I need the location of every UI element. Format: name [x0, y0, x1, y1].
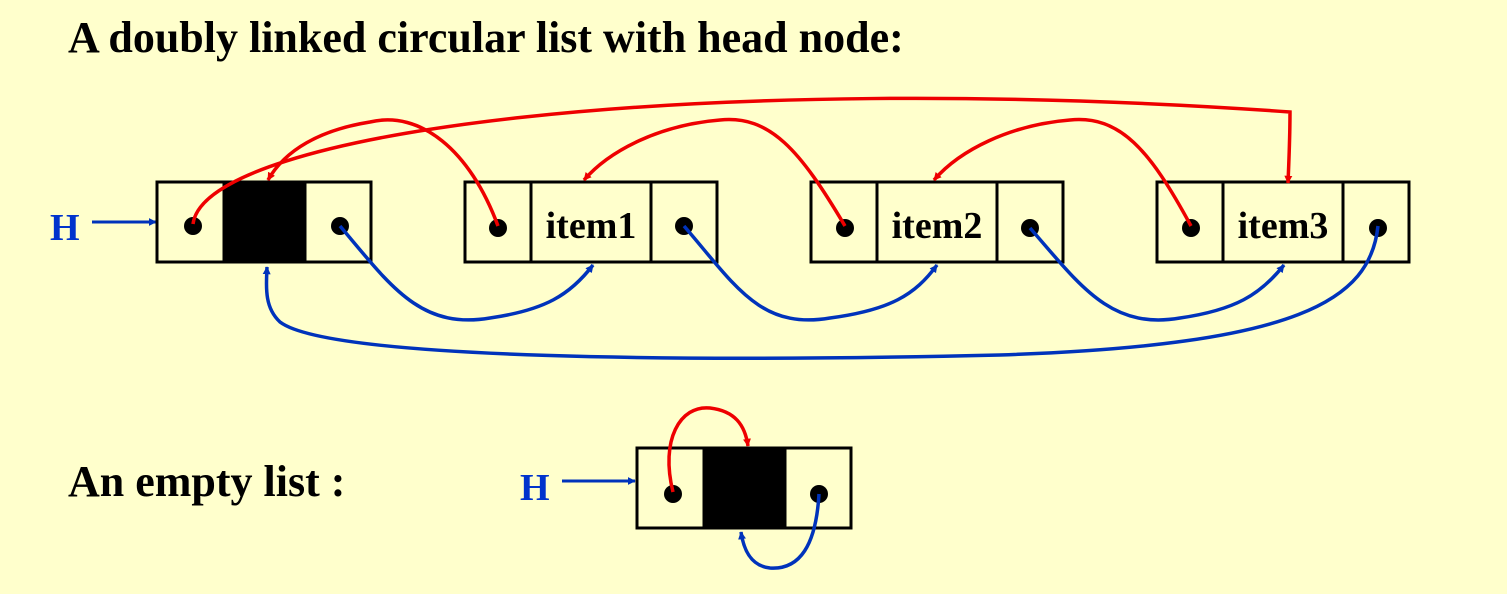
empty-list-label: An empty list : — [68, 457, 346, 506]
empty-head-node — [635, 446, 853, 530]
next-link-head-to-item1 — [338, 224, 595, 322]
prev-link-item3-to-item2 — [932, 117, 1193, 227]
prev-pointer-dot — [664, 485, 682, 503]
prev-link-head-to-item3 — [191, 96, 1293, 225]
prev-pointer-dot — [1182, 219, 1200, 237]
node-data-label: item3 — [1238, 205, 1329, 247]
head-node — [155, 180, 373, 264]
list-node-item2: item2 — [809, 180, 1065, 264]
next-link-item2-to-item3 — [1028, 226, 1286, 322]
diagram-title: A doubly linked circular list with head … — [68, 13, 904, 62]
list-node-item1: item1 — [463, 180, 719, 264]
prev-link-item1-to-head — [266, 118, 500, 227]
next-link-item1-to-item2 — [682, 224, 939, 322]
prev-pointer-dot — [836, 219, 854, 237]
head-prev-pointer-dot — [184, 217, 202, 235]
empty-next-self-link — [738, 493, 821, 570]
node-data-label: item1 — [546, 205, 637, 247]
prev-pointer-dot — [489, 219, 507, 237]
list-node-item3: item3 — [1155, 180, 1411, 264]
next-link-item3-to-head — [262, 225, 1380, 360]
empty-prev-self-link — [667, 406, 751, 493]
empty-head-data-cell — [704, 448, 785, 528]
head-pointer-label: H — [50, 207, 80, 249]
empty-head-pointer-label: H — [520, 467, 550, 509]
prev-link-item2-to-item1 — [582, 117, 847, 227]
node-data-label: item2 — [892, 205, 983, 247]
head-node-data-cell — [224, 182, 305, 262]
